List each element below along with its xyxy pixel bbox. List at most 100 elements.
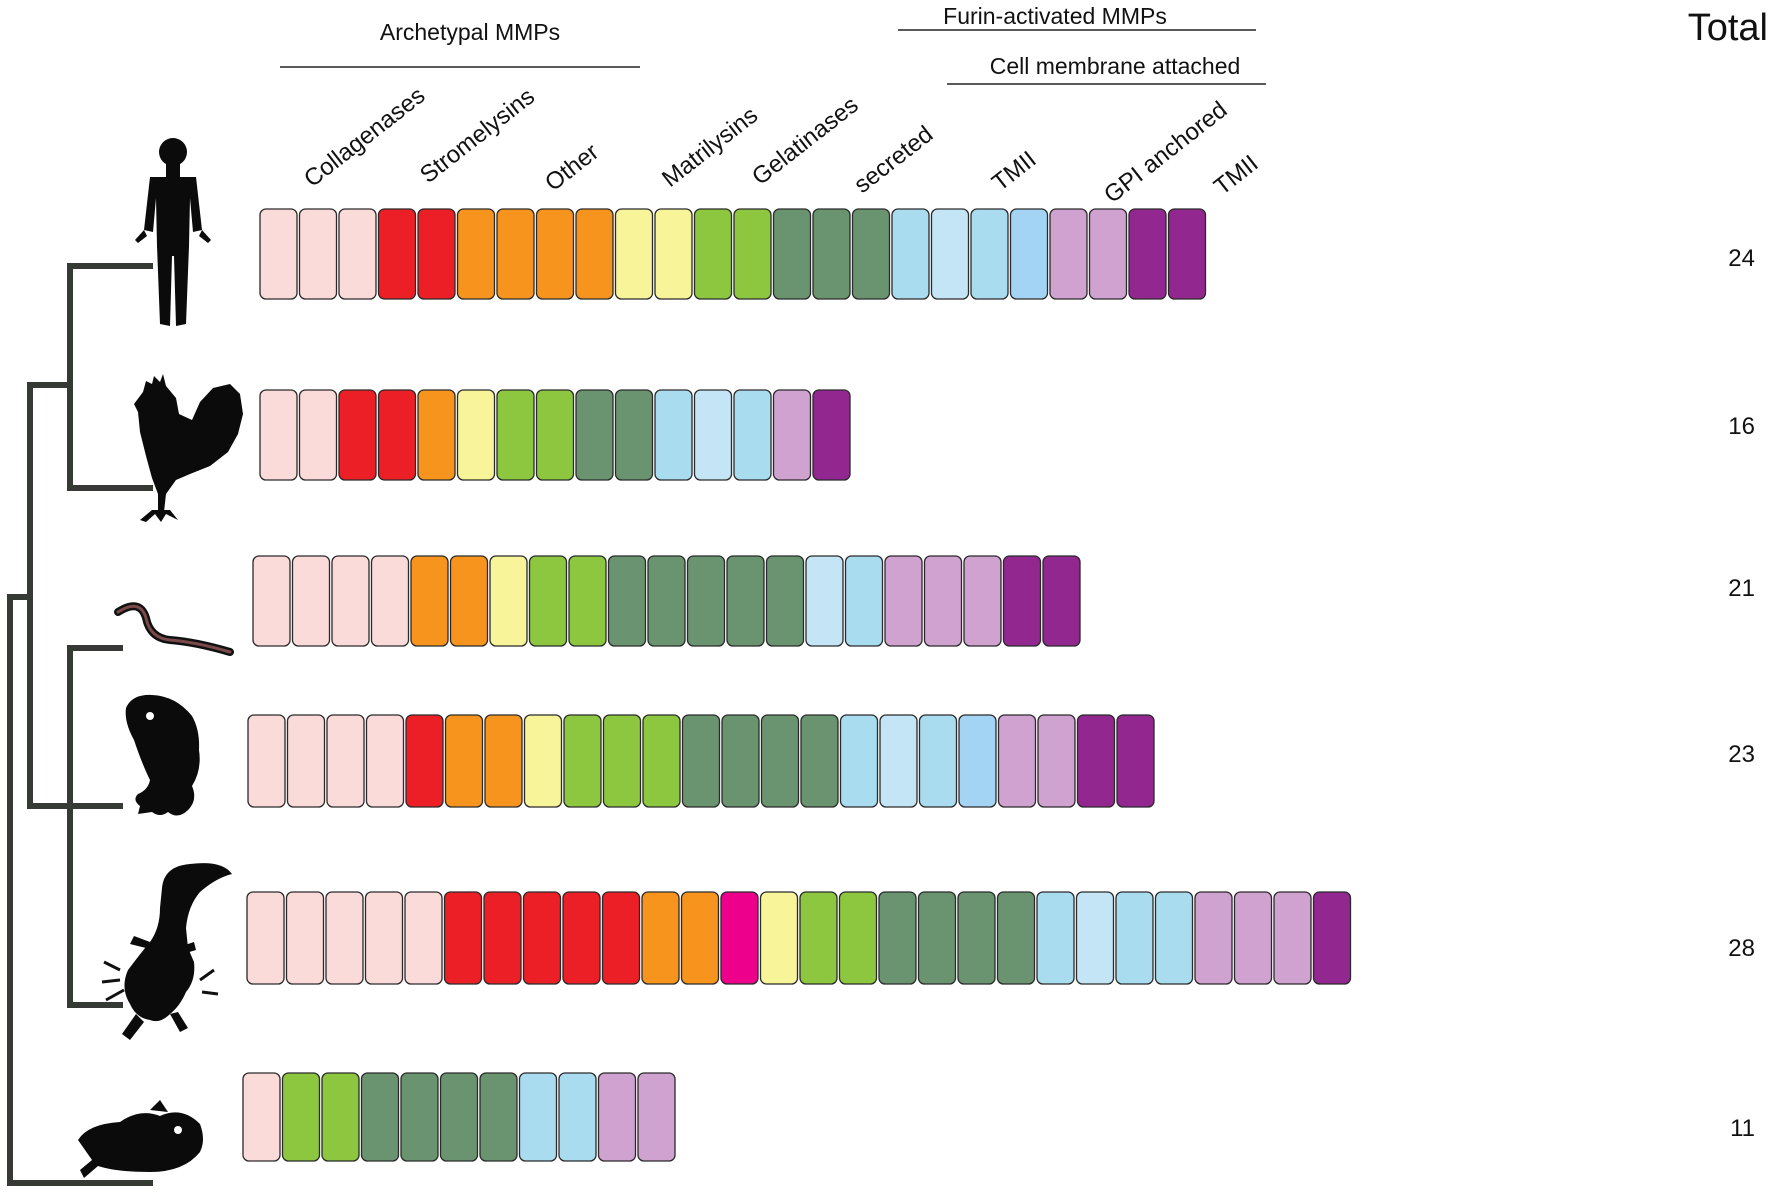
mmp-cell-lavender bbox=[1194, 891, 1233, 985]
mmp-cell-dgreen bbox=[957, 891, 996, 985]
mmp-cell-purple bbox=[1116, 714, 1155, 808]
total-value-human: 24 bbox=[1728, 245, 1755, 272]
mmp-cell-lavender bbox=[963, 555, 1002, 647]
mmp-cell-yellow bbox=[759, 891, 799, 985]
mmp-cell-lavender bbox=[923, 555, 963, 647]
caecilian-icon bbox=[114, 602, 234, 656]
mmp-cell-purple bbox=[1042, 555, 1081, 647]
phylogenetic-tree bbox=[7, 263, 153, 1186]
mmp-cell-lavender bbox=[1088, 208, 1128, 300]
mmp-cell-mblue bbox=[693, 389, 733, 481]
mmp-cell-orange bbox=[575, 208, 614, 300]
mmp-cell-red bbox=[405, 714, 444, 808]
mmp-cell-lblue bbox=[839, 714, 879, 808]
group-label-furin: Furin-activated MMPs bbox=[943, 3, 1167, 29]
total-value-frog: 23 bbox=[1728, 741, 1755, 768]
category-label-collagenases: Collagenases bbox=[299, 82, 430, 193]
mmp-cell-orange bbox=[484, 714, 523, 808]
mmp-cell-lgreen bbox=[496, 389, 535, 481]
mmp-cell-lblue bbox=[844, 555, 884, 647]
mmp-cell-yellow bbox=[489, 555, 528, 647]
category-label-other: Other bbox=[540, 138, 604, 196]
mmp-cell-dgreen bbox=[812, 208, 851, 300]
mmp-cell-pink bbox=[285, 891, 325, 985]
mmp-cell-lblue bbox=[1115, 891, 1154, 985]
mmp-cell-red bbox=[562, 891, 601, 985]
mmp-cell-pink bbox=[259, 389, 298, 481]
mmp-cell-red bbox=[377, 389, 417, 481]
mmp-row-human bbox=[259, 208, 1207, 300]
mmp-cell-purple bbox=[1128, 208, 1167, 300]
mmp-cell-red bbox=[338, 389, 377, 481]
mmp-cell-lblue bbox=[891, 208, 930, 300]
mmp-cell-dgreen bbox=[800, 714, 839, 808]
mmp-cell-lavender bbox=[1037, 714, 1076, 808]
mmp-cell-pink bbox=[298, 389, 338, 481]
mmp-cell-lblue bbox=[1036, 891, 1075, 985]
mmp-cell-dgreen bbox=[439, 1072, 479, 1162]
mmp-cell-pink bbox=[338, 208, 377, 300]
mmp-cell-lgreen bbox=[568, 555, 607, 647]
mmp-cell-red bbox=[377, 208, 417, 300]
mmp-cell-lblue bbox=[558, 1072, 597, 1162]
mmp-cell-orange bbox=[641, 891, 680, 985]
mmp-cell-lgreen bbox=[563, 714, 602, 808]
mmp-cell-pink bbox=[364, 891, 404, 985]
mmp-cell-lavender bbox=[597, 1072, 637, 1162]
mmp-cell-yellow bbox=[614, 208, 654, 300]
mmp-cell-blue bbox=[1009, 208, 1049, 300]
category-label-stromelysins: Stromelysins bbox=[415, 83, 540, 189]
mmp-row-frog bbox=[247, 714, 1155, 808]
mmp-cell-dgreen bbox=[607, 555, 647, 647]
mmp-cell-lblue bbox=[970, 208, 1009, 300]
mmp-cell-pink bbox=[370, 555, 410, 647]
mmp-cell-yellow bbox=[456, 389, 496, 481]
mmp-cell-red bbox=[443, 891, 483, 985]
mmp-cell-lgreen bbox=[733, 208, 772, 300]
total-value-axolotl: 28 bbox=[1728, 935, 1755, 962]
mmp-cell-purple bbox=[1312, 891, 1352, 985]
mmp-cell-pink bbox=[291, 555, 331, 647]
mmp-cell-dgreen bbox=[917, 891, 957, 985]
mmp-row-zebrafish bbox=[242, 1072, 676, 1162]
mmp-cell-orange bbox=[449, 555, 489, 647]
category-label-matrilysins: Matrilysins bbox=[657, 102, 763, 193]
mmp-cell-lavender bbox=[884, 555, 923, 647]
mmp-cell-dgreen bbox=[400, 1072, 439, 1162]
mmp-cell-mblue bbox=[805, 555, 844, 647]
mmp-cell-dgreen bbox=[760, 714, 800, 808]
mmp-cell-mblue bbox=[930, 208, 970, 300]
tree-branch-human-chicken bbox=[67, 263, 153, 491]
mmp-cell-mblue bbox=[879, 714, 918, 808]
mmp-cell-lblue bbox=[1154, 891, 1194, 985]
mmp-cell-red bbox=[483, 891, 522, 985]
mmp-cell-orange bbox=[680, 891, 720, 985]
mmp-cell-orange bbox=[444, 714, 484, 808]
mmp-rows bbox=[242, 208, 1352, 1162]
mmp-cell-lavender bbox=[637, 1072, 676, 1162]
mmp-cell-lgreen bbox=[535, 389, 575, 481]
category-label-tmii-a: TMII bbox=[987, 146, 1041, 197]
mmp-cell-lavender bbox=[1049, 208, 1088, 300]
mmp-cell-lavender bbox=[772, 389, 812, 481]
mmp-cell-pink bbox=[298, 208, 338, 300]
mmp-cell-dgreen bbox=[878, 891, 917, 985]
mmp-cell-lgreen bbox=[642, 714, 681, 808]
mmp-cell-purple bbox=[1167, 208, 1207, 300]
tree-branch-caecilian-axolotl bbox=[67, 645, 123, 1008]
mmp-cell-blue bbox=[958, 714, 997, 808]
group-label-archetypal: Archetypal MMPs bbox=[380, 19, 560, 45]
mmp-cell-dgreen bbox=[681, 714, 721, 808]
total-header: Total bbox=[1688, 7, 1768, 49]
mmp-cell-purple bbox=[1002, 555, 1042, 647]
mmp-cell-magenta bbox=[720, 891, 759, 985]
mmp-cell-red bbox=[417, 208, 456, 300]
mmp-cell-dgreen bbox=[996, 891, 1036, 985]
mmp-cell-pink bbox=[252, 555, 291, 647]
tree-branch-amniote-amphibian bbox=[27, 382, 73, 809]
mmp-cell-lavender bbox=[1233, 891, 1273, 985]
mmp-cell-dgreen bbox=[360, 1072, 400, 1162]
mmp-cell-dgreen bbox=[647, 555, 686, 647]
total-value-zebrafish: 11 bbox=[1730, 1115, 1755, 1142]
category-label-tmii-b: TMII bbox=[1209, 150, 1263, 201]
